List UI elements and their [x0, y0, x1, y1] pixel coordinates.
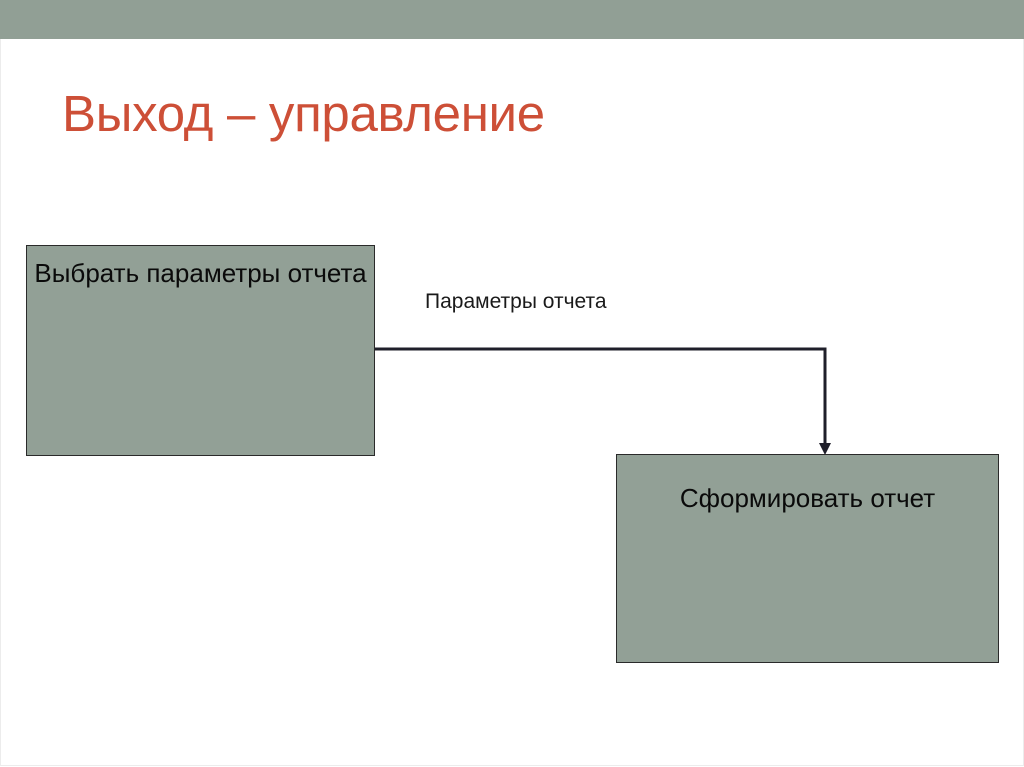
process-box-label: Выбрать параметры отчета	[34, 258, 367, 288]
process-box-select-params: Выбрать параметры отчета	[26, 245, 375, 456]
process-box-generate-report: Сформировать отчет	[616, 454, 999, 663]
slide-title: Выход – управление	[62, 85, 545, 142]
process-box-label: Сформировать отчет	[679, 483, 936, 513]
flow-label: Параметры отчета	[425, 290, 607, 313]
top-bar	[0, 0, 1024, 39]
